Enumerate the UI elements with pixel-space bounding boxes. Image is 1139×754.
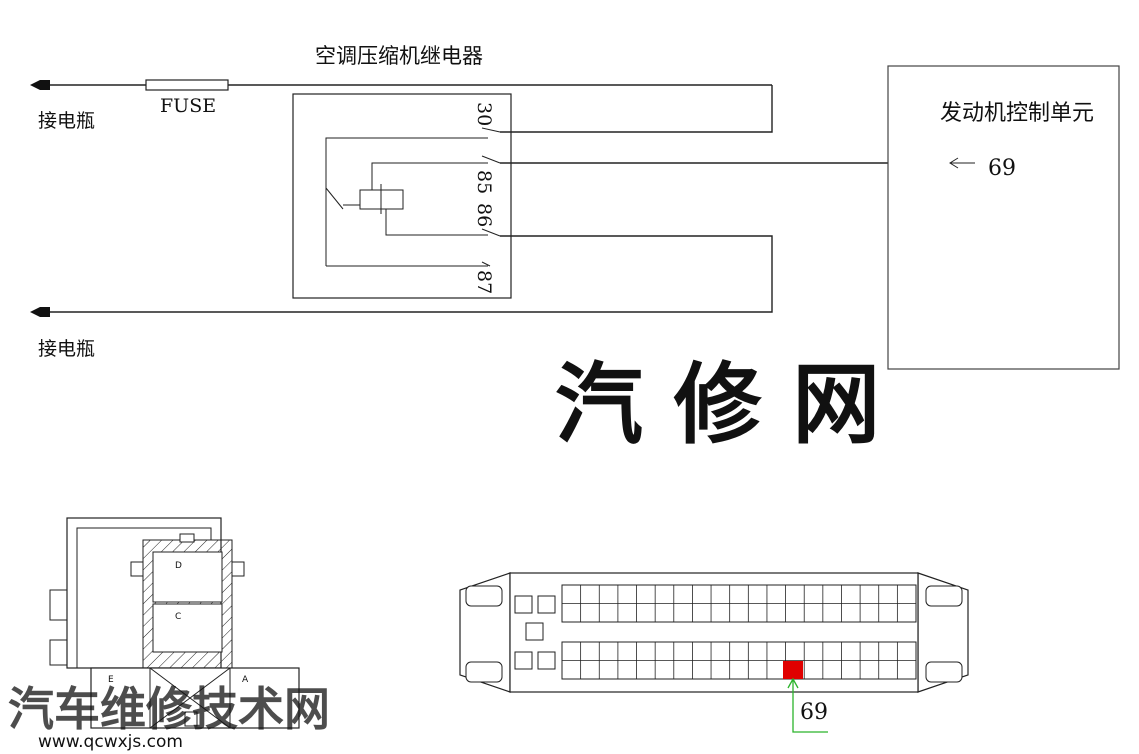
socket-label-c: C [175,612,181,622]
battery-label-bottom: 接电瓶 [38,338,95,360]
fuse-symbol [145,79,229,91]
battery-terminal-bottom [30,307,50,317]
watermark-url: www.qcwxjs.com [38,732,183,752]
battery-label-top: 接电瓶 [38,110,95,132]
wire-pin30 [500,85,773,133]
ecu-box [887,65,1120,370]
background-watermark: 汽 修 网 [555,353,880,456]
pin-69-pointer [787,677,828,733]
pin85-label: 85 [473,170,495,194]
ecu-pin-label: 69 [988,156,1016,181]
ecu-connector-pin-grid [561,584,917,680]
relay-title: 空调压缩机继电器 [315,44,483,68]
fuse-label: FUSE [160,95,216,117]
ecu-pin-arrow-icon [949,157,975,169]
socket-label-e: E [108,675,114,685]
relay-switch [325,137,488,267]
connector-pin-label: 69 [800,700,828,725]
pin-69-highlight [783,661,803,679]
watermark-main: 汽车维修技术网 [8,682,330,736]
pin30-label: 30 [473,102,495,126]
socket-label-a: A [242,675,249,685]
pin86-label: 86 [473,203,495,227]
relay-socket-drawing [49,517,300,729]
ecu-label: 发动机控制单元 [940,101,1094,126]
pin-separator-ticks [481,127,501,267]
battery-terminal-top [30,80,772,90]
socket-label-d: D [175,561,182,571]
relay-coil [359,162,488,236]
wire-pin87-loop [50,235,773,313]
pin87-label: 87 [473,270,495,294]
